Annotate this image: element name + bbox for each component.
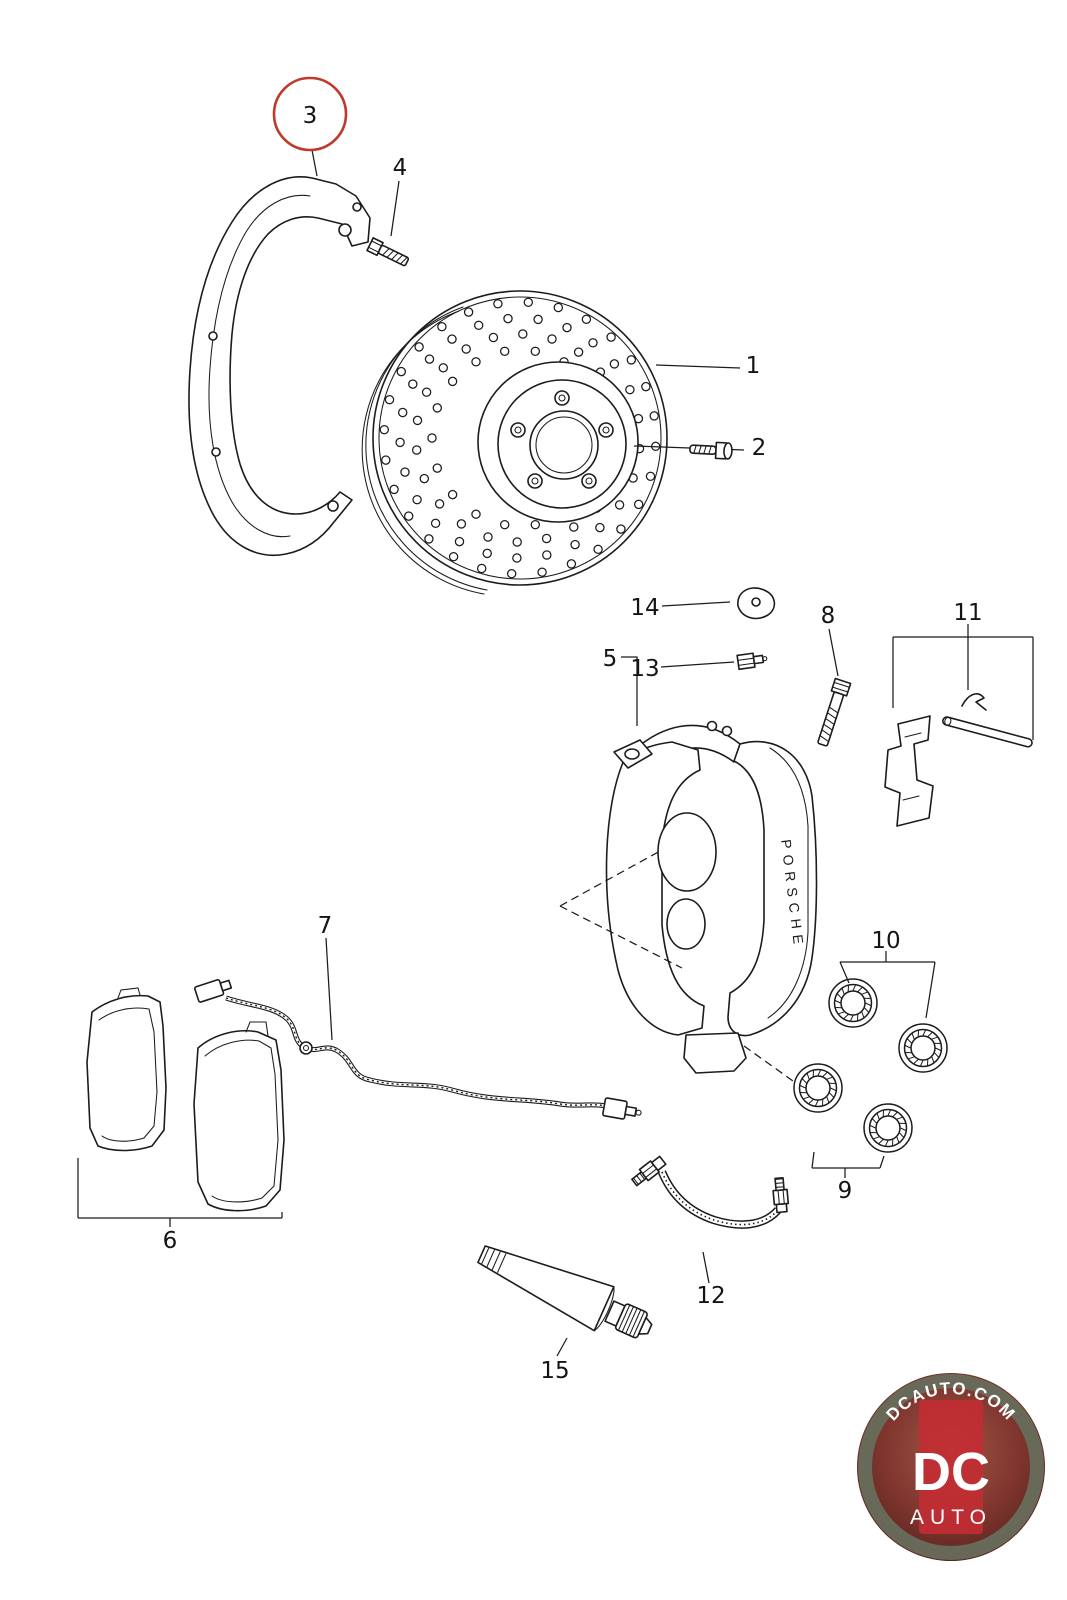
highlight-circle (272, 76, 348, 152)
logo-sub-text: AUTO (910, 1506, 992, 1529)
callout-8[interactable]: 8 (821, 603, 836, 629)
guide-bolt-part-8 (817, 677, 852, 747)
dc-auto-logo: DCAUTO.COM DC AUTO (856, 1372, 1046, 1562)
callout-12[interactable]: 12 (696, 1283, 725, 1309)
brake-hose-part-12 (631, 1155, 790, 1229)
sensor-connector-right (602, 1097, 642, 1120)
callout-11[interactable]: 11 (953, 600, 982, 626)
leader-lines (77, 149, 1034, 1357)
cotter-clip (961, 693, 987, 711)
grease-tube-part-15 (477, 1245, 653, 1339)
sensor-connector-left (194, 979, 233, 1003)
mounting-bolt-part-4 (366, 237, 410, 267)
caliper-foot (683, 1032, 747, 1074)
caliper-window-upper (657, 812, 717, 892)
bleeder-valve-part-13 (736, 652, 768, 671)
callout-6[interactable]: 6 (163, 1228, 178, 1254)
brake-disc-part-1 (361, 290, 668, 595)
brake-pads-part-6 (86, 987, 285, 1212)
logo-main-text: DC (912, 1442, 990, 1502)
lug-bolt-holes (510, 390, 614, 489)
wear-sensor-part-7 (194, 979, 642, 1120)
callout-9[interactable]: 9 (838, 1178, 853, 1204)
sensor-grommet (299, 1041, 313, 1055)
callout-15[interactable]: 15 (540, 1358, 569, 1384)
callout-labels: 1 2 3 4 5 6 7 8 9 10 11 12 13 14 15 (163, 103, 983, 1384)
retaining-clip-part-14 (737, 587, 776, 620)
logo-red-banner (919, 1400, 983, 1534)
assembly-dashed-lines (559, 849, 801, 1087)
logo-ring (858, 1374, 1044, 1560)
callout-1[interactable]: 1 (746, 353, 761, 379)
seal-rings-parts-9-10 (793, 978, 948, 1153)
wheel-bolt-part-2 (689, 441, 733, 460)
callout-7[interactable]: 7 (318, 913, 333, 939)
brake-pad-left (86, 987, 167, 1152)
hub-bore (529, 410, 599, 480)
callout-13[interactable]: 13 (630, 656, 659, 682)
callout-4[interactable]: 4 (393, 155, 408, 181)
callout-3[interactable]: 3 (303, 103, 318, 129)
callout-14[interactable]: 14 (630, 595, 659, 621)
carrier-plate-part-3 (188, 176, 371, 556)
guide-pin (942, 716, 1033, 748)
caliper-window-lower (666, 898, 706, 950)
callout-2[interactable]: 2 (752, 435, 767, 461)
hose-fitting-left (631, 1155, 667, 1187)
hose-fitting-right (772, 1176, 790, 1214)
callout-10[interactable]: 10 (871, 928, 900, 954)
callout-5[interactable]: 5 (603, 646, 618, 672)
retaining-springs-part-11 (884, 693, 1033, 827)
brake-pad-right (193, 1021, 285, 1212)
brake-caliper-part-5: PORSCHE (605, 720, 818, 1074)
